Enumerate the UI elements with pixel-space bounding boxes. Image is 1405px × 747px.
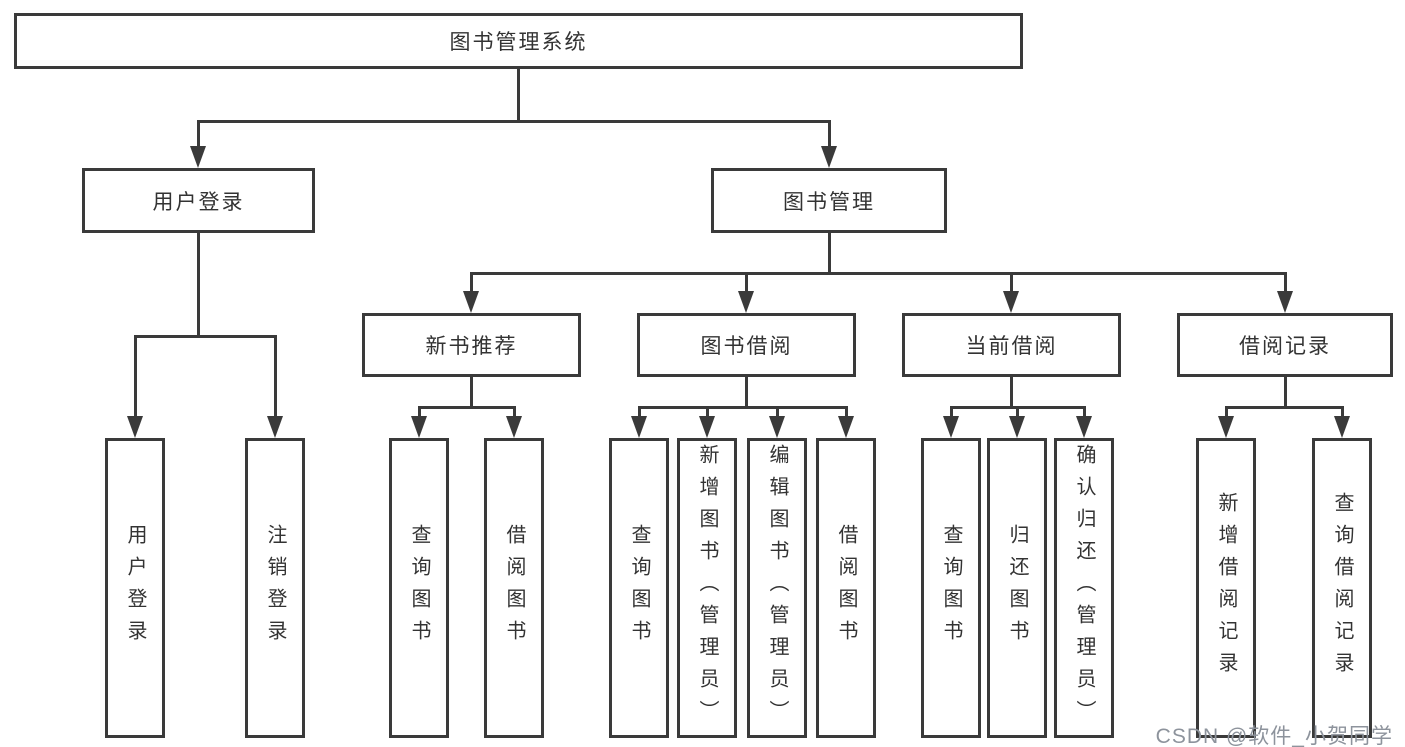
connector-stub (470, 272, 473, 297)
node-user-login: 用户登录 (82, 168, 315, 233)
leaf-edit-books-admin: 编辑图书（管理员） (747, 438, 807, 738)
arrowhead-icon (506, 416, 522, 438)
arrowhead-icon (1218, 416, 1234, 438)
connector-stub (197, 120, 200, 152)
node-label: 用户登录 (152, 190, 245, 214)
leaf-label: 查询图书 (628, 524, 650, 652)
connector-stub (706, 406, 709, 422)
leaf-query-books-borrowing: 查询图书 (609, 438, 669, 738)
leaf-label: 归还图书 (1006, 524, 1028, 652)
leaf-label: 借阅图书 (835, 524, 857, 652)
connector-stub (418, 406, 421, 422)
leaf-borrow-books-borrowing: 借阅图书 (816, 438, 876, 738)
connector-userlogin-branch (134, 335, 276, 338)
leaf-label: 查询借阅记录 (1331, 492, 1353, 684)
leaf-user-login: 用户登录 (105, 438, 165, 738)
leaf-label: 用户登录 (124, 524, 146, 652)
connector-stub (638, 406, 641, 422)
arrowhead-icon (838, 416, 854, 438)
connector-stub (745, 272, 748, 297)
leaf-label: 注销登录 (264, 524, 286, 652)
arrowhead-icon (190, 146, 206, 168)
connector-recommend-branch (418, 406, 516, 409)
connector-stub (1083, 406, 1086, 422)
connector-bookmgmt-drop (828, 233, 831, 272)
connector-stub (134, 335, 137, 422)
leaf-label: 查询图书 (940, 524, 962, 652)
connector-root-branch (197, 120, 831, 123)
leaf-label: 编辑图书（管理员） (766, 444, 788, 732)
connector-records-branch (1225, 406, 1343, 409)
leaf-label: 查询图书 (408, 524, 430, 652)
node-label: 图书管理系统 (449, 31, 588, 54)
node-label: 图书管理 (783, 190, 875, 214)
arrowhead-icon (1334, 416, 1350, 438)
leaf-add-books-admin: 新增图书（管理员） (677, 438, 737, 738)
connector-stub (845, 406, 848, 422)
connector-current-drop (1010, 377, 1013, 407)
connector-recommend-drop (470, 377, 473, 407)
arrowhead-icon (738, 291, 754, 313)
node-borrowing-records: 借阅记录 (1177, 313, 1393, 377)
leaf-confirm-return-admin: 确认归还（管理员） (1054, 438, 1114, 738)
node-book-borrowing: 图书借阅 (637, 313, 856, 377)
connector-stub (1284, 272, 1287, 297)
arrowhead-icon (267, 416, 283, 438)
connector-userlogin-drop (197, 233, 200, 335)
arrowhead-icon (631, 416, 647, 438)
connector-borrowing-drop (745, 377, 748, 407)
arrowhead-icon (821, 146, 837, 168)
arrowhead-icon (769, 416, 785, 438)
connector-bookmgmt-branch (470, 272, 1286, 275)
connector-records-drop (1284, 377, 1287, 407)
csdn-watermark: CSDN @软件_小贺同学 (1155, 725, 1393, 747)
node-label: 图书借阅 (700, 335, 793, 358)
leaf-label: 新增图书（管理员） (696, 444, 718, 732)
arrowhead-icon (127, 416, 143, 438)
node-library-management-system: 图书管理系统 (14, 13, 1023, 69)
leaf-query-books-current: 查询图书 (921, 438, 981, 738)
arrowhead-icon (1009, 416, 1025, 438)
connector-stub (1341, 406, 1344, 422)
node-label: 当前借阅 (965, 335, 1058, 358)
leaf-query-books-recommend: 查询图书 (389, 438, 449, 738)
node-book-management: 图书管理 (711, 168, 947, 233)
leaf-return-books: 归还图书 (987, 438, 1047, 738)
node-current-borrowing: 当前借阅 (902, 313, 1121, 377)
arrowhead-icon (1003, 291, 1019, 313)
arrowhead-icon (1076, 416, 1092, 438)
leaf-label: 借阅图书 (503, 524, 525, 652)
connector-stub (828, 120, 831, 152)
arrowhead-icon (411, 416, 427, 438)
connector-borrowing-branch (638, 406, 848, 409)
node-label: 借阅记录 (1239, 335, 1331, 358)
connector-stub (1016, 406, 1019, 422)
connector-stub (513, 406, 516, 422)
connector-stub (1225, 406, 1228, 422)
node-new-book-recommend: 新书推荐 (362, 313, 581, 377)
connector-stub (950, 406, 953, 422)
connector-stub (776, 406, 779, 422)
arrowhead-icon (463, 291, 479, 313)
arrowhead-icon (1277, 291, 1293, 313)
leaf-label: 新增借阅记录 (1215, 492, 1237, 684)
leaf-add-borrow-record: 新增借阅记录 (1196, 438, 1256, 738)
connector-stub (274, 335, 277, 422)
leaf-borrow-books-recommend: 借阅图书 (484, 438, 544, 738)
connector-root-drop (517, 69, 520, 120)
connector-stub (1010, 272, 1013, 297)
leaf-logout: 注销登录 (245, 438, 305, 738)
leaf-query-borrow-record: 查询借阅记录 (1312, 438, 1372, 738)
arrowhead-icon (699, 416, 715, 438)
arrowhead-icon (943, 416, 959, 438)
leaf-label: 确认归还（管理员） (1073, 444, 1095, 732)
node-label: 新书推荐 (425, 335, 518, 358)
